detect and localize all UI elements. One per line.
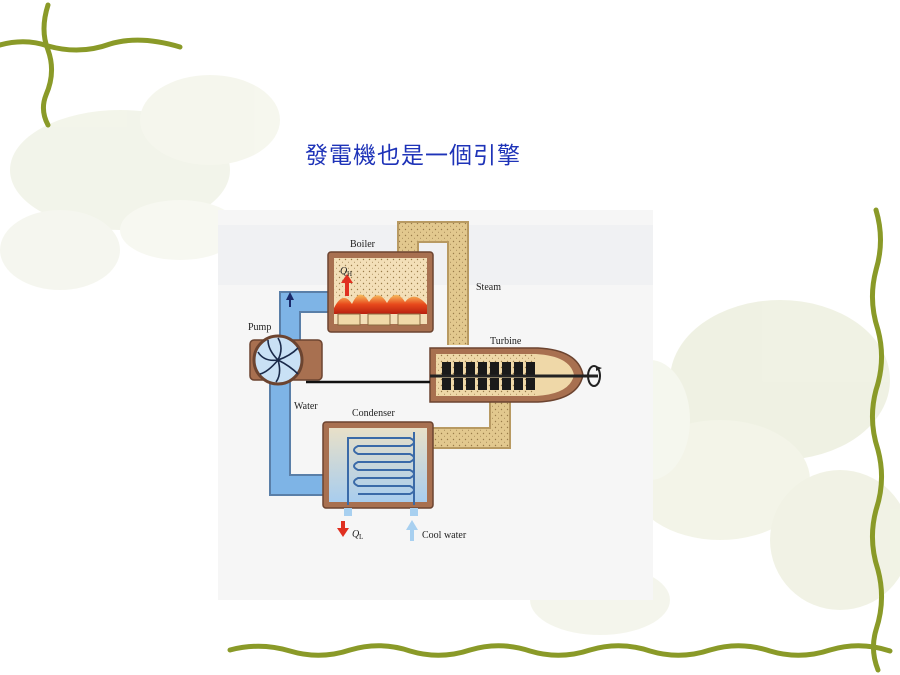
cool-water-arrow — [406, 520, 418, 541]
qh-symbol: Q — [340, 266, 348, 277]
pump-label: Pump — [248, 322, 271, 333]
ql-symbol: Q — [352, 529, 360, 540]
boiler — [327, 251, 434, 333]
heat-in-arrow — [341, 274, 353, 296]
turbine-label: Turbine — [490, 336, 522, 347]
boiler-label: Boiler — [350, 239, 376, 250]
steam-pipe — [397, 221, 511, 449]
steam-label: Steam — [476, 282, 501, 293]
power-plant-diagram: Boiler Steam Pump Turbine Water Condense… — [218, 210, 653, 600]
slide-title: 發電機也是一個引擎 — [305, 143, 521, 169]
condenser — [322, 421, 434, 516]
turbine — [429, 347, 602, 403]
heat-out-arrow — [337, 521, 349, 537]
cool-water-label: Cool water — [422, 530, 467, 541]
qh-subscript: H — [347, 270, 352, 278]
pump — [249, 292, 323, 386]
faded-flower-topleft — [0, 75, 280, 290]
condenser-label: Condenser — [352, 408, 395, 419]
ql-subscript: L — [359, 533, 363, 541]
water-label: Water — [294, 401, 318, 412]
